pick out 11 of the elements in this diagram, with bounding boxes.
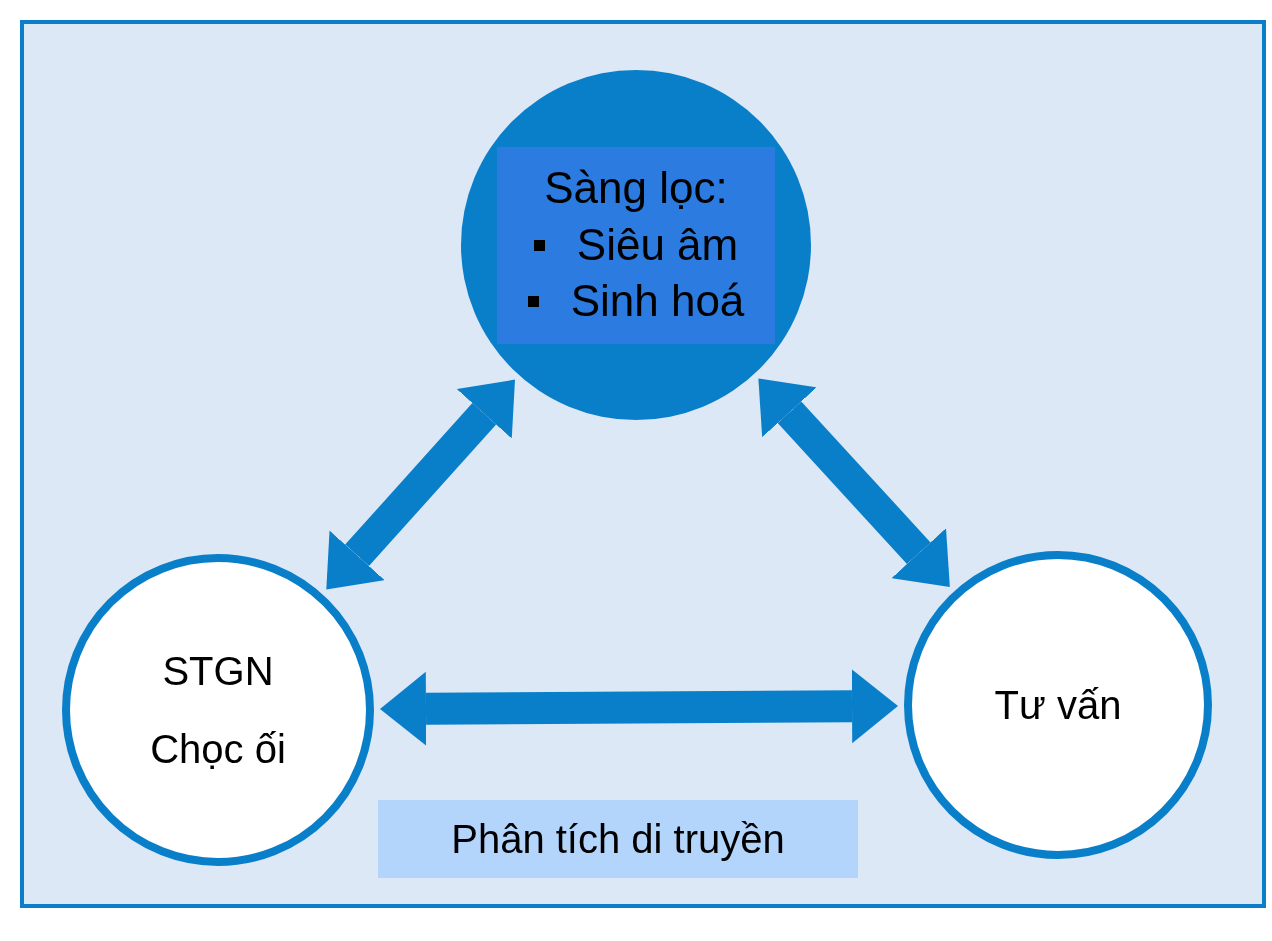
node-label: STGN	[162, 648, 274, 695]
heading: Sàng lọc:	[544, 163, 728, 214]
double-arrow	[380, 669, 898, 746]
node-label: Phân tích di truyền	[451, 816, 785, 863]
node-label: Chọc ối	[150, 726, 286, 773]
bullet-item: Sinh hoá	[527, 276, 745, 327]
double-arrow	[326, 379, 515, 590]
label-box	[378, 800, 858, 878]
double-arrow	[758, 378, 950, 588]
node-label: Tư vấn	[994, 682, 1122, 729]
bullet-item: Siêu âm	[533, 219, 739, 271]
